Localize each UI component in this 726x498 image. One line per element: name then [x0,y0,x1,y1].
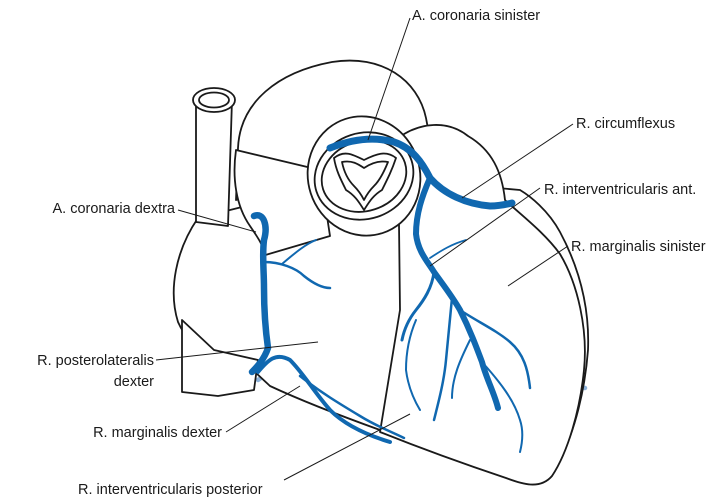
label-a-coronaria-sinister: A. coronaria sinister [412,8,540,24]
label-r-marginalis-sinister: R. marginalis sinister [571,239,706,255]
label-r-posterolateralis-dexter: dexter [114,374,154,390]
heart-outline [174,61,588,485]
label-r-interventricularis-posterior: R. interventricularis posterior [78,482,263,498]
label-r-interventricularis-ant: R. interventricularis ant. [544,182,696,198]
superior-vena-cava [196,100,232,226]
label-r-circumflexus: R. circumflexus [576,116,675,132]
label-a-coronaria-dextra: A. coronaria dextra [52,201,175,217]
label-r-posterolateralis: R. posterolateralis [37,353,154,369]
label-r-marginalis-dexter: R. marginalis dexter [93,425,222,441]
